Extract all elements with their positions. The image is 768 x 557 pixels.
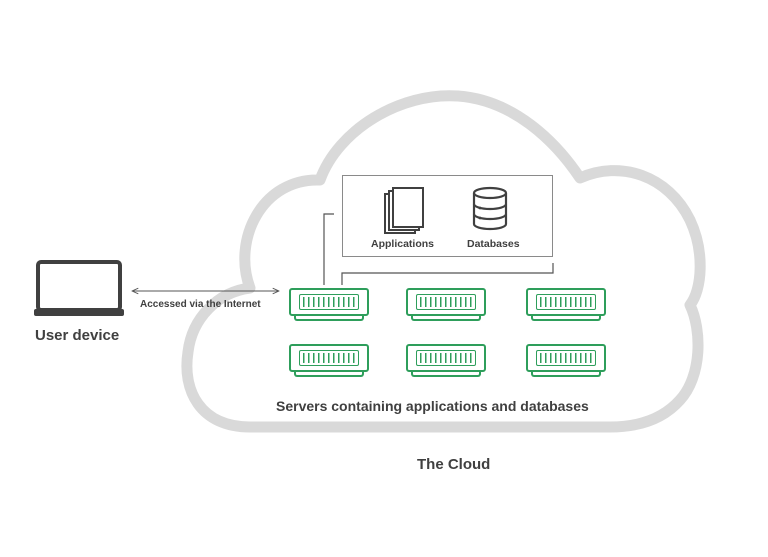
servers-caption: Servers containing applications and data… bbox=[276, 398, 589, 414]
access-label: Accessed via the Internet bbox=[140, 299, 261, 310]
server-icon bbox=[289, 344, 369, 377]
server-icon bbox=[526, 344, 606, 377]
databases-label: Databases bbox=[467, 238, 520, 250]
documents-icon bbox=[384, 187, 424, 234]
bracket-left bbox=[323, 213, 334, 285]
bracket-bottom bbox=[341, 263, 554, 285]
user-device-label: User device bbox=[35, 327, 120, 344]
server-icon bbox=[289, 288, 369, 321]
database-icon bbox=[472, 186, 508, 231]
laptop-icon bbox=[34, 260, 124, 316]
cloud-label: The Cloud bbox=[417, 456, 491, 473]
applications-label: Applications bbox=[371, 238, 435, 250]
software-box bbox=[342, 175, 553, 257]
server-icon bbox=[526, 288, 606, 321]
server-icon bbox=[406, 344, 486, 377]
server-icon bbox=[406, 288, 486, 321]
